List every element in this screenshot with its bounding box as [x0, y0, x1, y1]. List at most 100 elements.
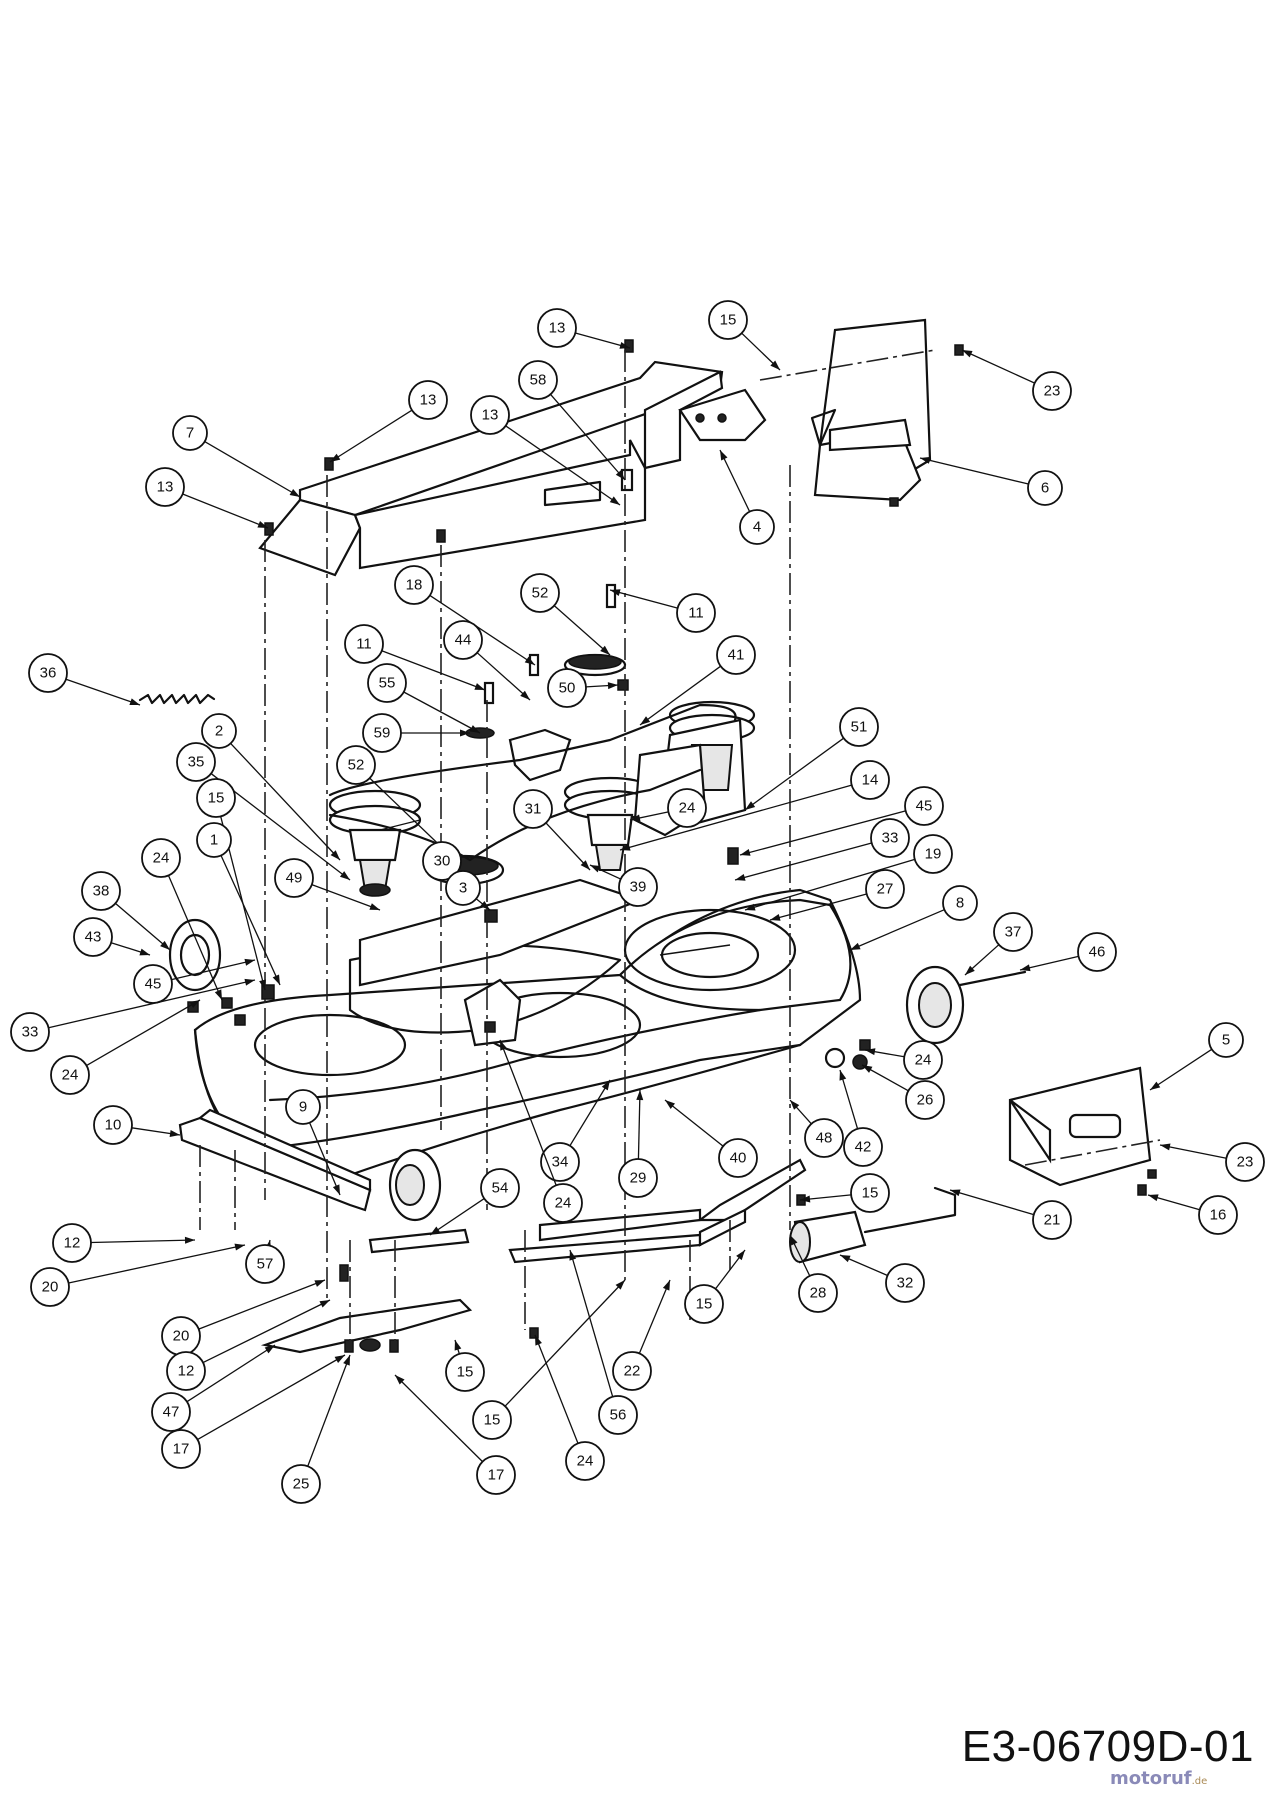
callout-number: 38 — [93, 883, 110, 900]
callout-number: 51 — [851, 719, 868, 736]
callout-arrowhead — [770, 914, 781, 921]
part-callout-18: 18 — [394, 565, 536, 666]
callout-arrowhead — [330, 453, 341, 462]
callout-arrowhead — [319, 1300, 330, 1308]
callout-bubble — [1198, 1195, 1238, 1235]
callout-arrowhead — [244, 958, 255, 966]
part-callout-55: 55 — [367, 663, 481, 734]
callout-bubble — [1208, 1022, 1244, 1058]
watermark-domain: .de — [1191, 1776, 1208, 1787]
callout-number: 45 — [916, 798, 933, 815]
callout-number: 50 — [559, 680, 576, 697]
callout-number: 24 — [153, 850, 170, 867]
callout-number: 12 — [64, 1235, 81, 1252]
callout-leader-line — [230, 742, 341, 861]
callout-arrowhead — [965, 965, 975, 975]
part-callout-15: 15 — [799, 1173, 890, 1213]
part-callout-17: 17 — [394, 1374, 516, 1495]
callout-leader-line — [504, 1279, 626, 1407]
callout-arrowhead — [520, 690, 530, 700]
callout-arrowhead — [169, 1130, 180, 1137]
callout-bubble — [172, 415, 208, 451]
part-callout-5: 5 — [1149, 1022, 1244, 1091]
part-callout-4: 4 — [719, 449, 775, 545]
callout-arrowhead — [850, 942, 861, 950]
callout-leader-line — [553, 605, 611, 656]
callout-number: 14 — [862, 772, 879, 789]
callout-number: 3 — [459, 880, 467, 897]
callout-arrowhead — [289, 488, 300, 497]
part-callout-11: 11 — [344, 624, 486, 691]
callout-bubble — [708, 300, 748, 340]
callout-leader-line — [307, 1354, 351, 1467]
part-callout-13: 13 — [470, 395, 621, 506]
part-callout-44: 44 — [443, 620, 531, 701]
callout-bubble — [942, 885, 978, 921]
callout-leader-line — [394, 1374, 483, 1463]
part-callout-23: 23 — [1159, 1142, 1265, 1182]
callout-bubble — [476, 1455, 516, 1495]
callout-number: 15 — [862, 1185, 879, 1202]
callout-number: 13 — [157, 479, 174, 496]
callout-arrowhead — [244, 978, 255, 986]
part-callout-32: 32 — [839, 1254, 925, 1303]
callout-bubble — [518, 360, 558, 400]
callout-number: 17 — [488, 1467, 505, 1484]
callout-number: 56 — [610, 1407, 627, 1424]
callout-arrowhead — [736, 1250, 745, 1261]
part-callout-6: 6 — [919, 456, 1063, 506]
callout-leader-line — [329, 409, 413, 463]
callout-number: 55 — [379, 675, 396, 692]
callout-bubble — [30, 1267, 70, 1307]
callout-arrowhead — [259, 979, 266, 990]
callout-bubble — [362, 713, 402, 753]
callout-arrowhead — [740, 849, 751, 856]
callout-leader-line — [961, 349, 1035, 384]
callout-number: 15 — [720, 312, 737, 329]
callout-arrowhead — [630, 814, 641, 822]
callout-arrowhead — [662, 1280, 670, 1291]
callout-bubble — [904, 786, 944, 826]
callout-bubble — [618, 867, 658, 907]
callout-number: 13 — [549, 320, 566, 337]
callout-number: 52 — [532, 585, 549, 602]
callout-bubble — [196, 822, 232, 858]
callout-arrowhead — [1148, 1194, 1159, 1202]
callout-bubble — [344, 624, 384, 664]
callout-number: 16 — [1210, 1207, 1227, 1224]
part-callout-24: 24 — [864, 1040, 943, 1080]
callout-arrowhead — [1020, 964, 1031, 972]
callout-leader-line — [381, 650, 486, 691]
callout-bubble — [472, 1400, 512, 1440]
callout-leader-line — [569, 1249, 614, 1397]
callout-number: 24 — [679, 800, 696, 817]
part-callout-8: 8 — [849, 885, 978, 951]
callout-number: 43 — [85, 929, 102, 946]
callout-arrowhead — [500, 1040, 507, 1051]
callout-bubble — [166, 1351, 206, 1391]
callout-leader-line — [769, 893, 867, 921]
callout-leader-line — [637, 1089, 641, 1160]
side-bracket — [1008, 1066, 1152, 1187]
callout-arrowhead — [770, 360, 780, 370]
callout-leader-line — [68, 1244, 246, 1284]
callout-number: 28 — [810, 1285, 827, 1302]
callout-bubble — [513, 789, 553, 829]
callout-bubble — [196, 778, 236, 818]
callout-arrowhead — [607, 682, 618, 690]
callout-arrowhead — [460, 729, 470, 737]
part-callout-45: 45 — [133, 958, 256, 1004]
callout-arrowhead — [139, 948, 150, 956]
callout-bubble — [543, 1183, 583, 1223]
callout-leader-line — [609, 589, 678, 609]
part-callout-45: 45 — [739, 786, 944, 856]
callout-bubble — [470, 395, 510, 435]
callout-bubble — [798, 1273, 838, 1313]
callout-number: 5 — [1222, 1032, 1230, 1049]
callout-bubble — [1077, 932, 1117, 972]
callout-arrowhead — [257, 521, 268, 528]
part-callout-20: 20 — [161, 1279, 326, 1356]
callout-arrowhead — [343, 1355, 350, 1366]
callout-bubble — [843, 1127, 883, 1167]
